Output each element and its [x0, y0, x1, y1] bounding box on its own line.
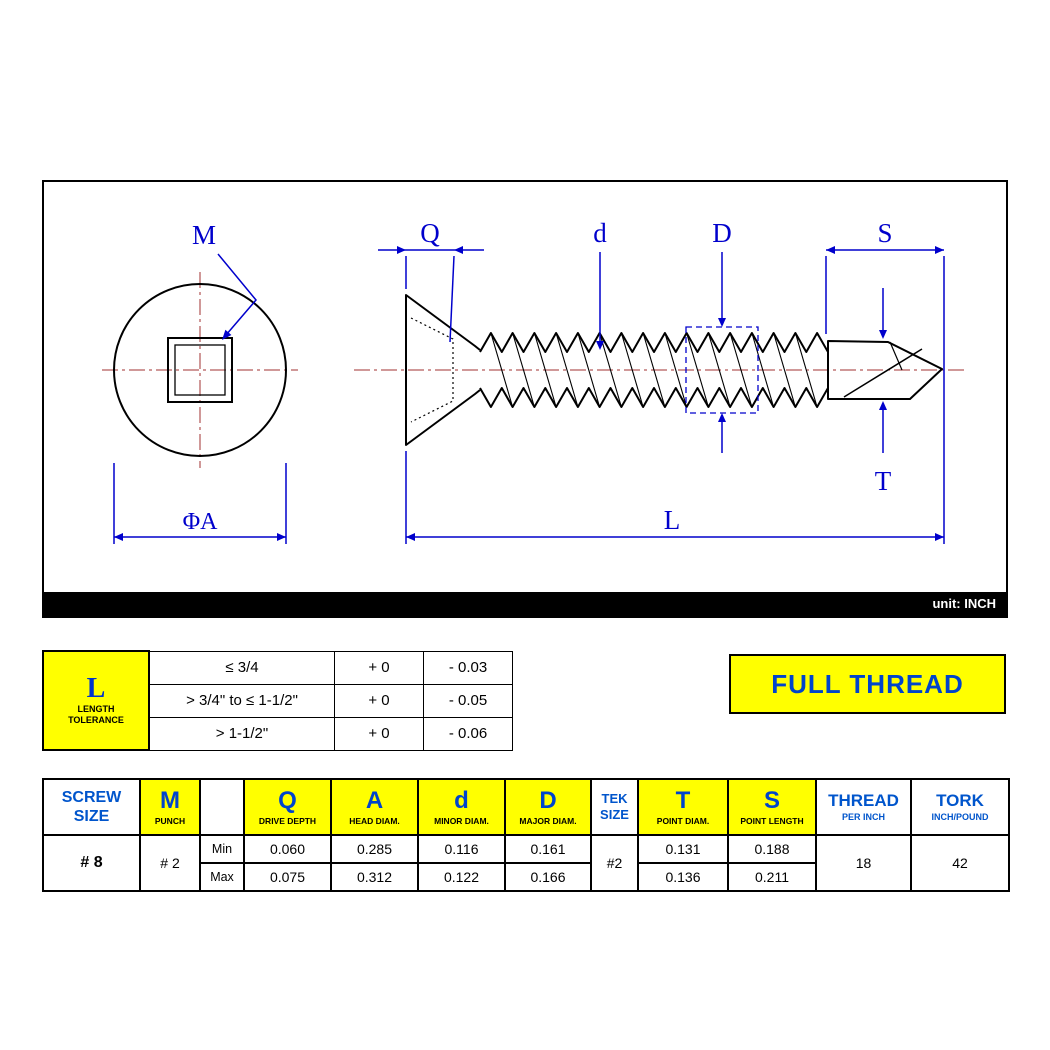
- tolerance-plus-0: + 0: [334, 650, 424, 685]
- header-t-point-diam: T POINT DIAM.: [637, 778, 729, 836]
- tolerance-caption2: TOLERANCE: [68, 715, 124, 726]
- tolerance-range-0: ≤ 3/4: [148, 650, 335, 685]
- cell-thread-per-inch: 18: [815, 834, 912, 892]
- cell-s-min: 0.188: [727, 834, 817, 864]
- header-screw-size: SCREW SIZE: [42, 778, 141, 836]
- cell-d-minor-max: 0.122: [417, 862, 506, 892]
- dimension-phi-a: [113, 463, 287, 544]
- screw-side-view: [405, 294, 943, 446]
- cell-t-min: 0.131: [637, 834, 729, 864]
- header-s-point-length: S POINT LENGTH: [727, 778, 817, 836]
- dimension-d-major: [685, 252, 759, 453]
- label-s: S: [877, 218, 892, 248]
- header-tork: TORK INCH/POUND: [910, 778, 1010, 836]
- dimension-l: [405, 451, 944, 544]
- cell-row-label-max: Max: [199, 862, 245, 892]
- cell-a-min: 0.285: [330, 834, 419, 864]
- label-t: T: [875, 466, 892, 496]
- header-d-major-diam: D MAJOR DIAM.: [504, 778, 592, 836]
- length-tolerance-table: L LENGTH TOLERANCE ≤ 3/4 + 0 - 0.03 > 3/…: [42, 650, 513, 751]
- header-tek-size: TEK SIZE: [590, 778, 639, 836]
- tolerance-range-2: > 1-1/2": [148, 716, 335, 751]
- tolerance-range-1: > 3/4" to ≤ 1-1/2": [148, 683, 335, 718]
- tolerance-plus-2: + 0: [334, 716, 424, 751]
- tolerance-plus-1: + 0: [334, 683, 424, 718]
- screw-head-front-view: [113, 283, 287, 457]
- tolerance-header-cell: L LENGTH TOLERANCE: [42, 650, 150, 751]
- technical-drawing-panel: M Q d D S T L ΦA unit: INCH: [42, 180, 1008, 618]
- head-outline-circle: [113, 283, 287, 457]
- cell-tek-size: #2: [590, 834, 639, 892]
- label-q: Q: [420, 218, 440, 248]
- label-d: d: [593, 218, 607, 248]
- unit-label-bar: unit: INCH: [44, 592, 1006, 616]
- dimension-s: [825, 246, 945, 544]
- thread-lines: [479, 332, 829, 408]
- dimension-q: [378, 246, 484, 343]
- header-minmax: [199, 778, 245, 836]
- thread-profile-line: [490, 332, 818, 408]
- tolerance-letter: L: [86, 673, 106, 705]
- cell-m-punch: # 2: [139, 834, 201, 892]
- cell-s-max: 0.211: [727, 862, 817, 892]
- cell-q-max: 0.075: [243, 862, 332, 892]
- label-m: M: [192, 220, 216, 250]
- cell-q-min: 0.060: [243, 834, 332, 864]
- tolerance-minus-0: - 0.03: [423, 650, 513, 685]
- tolerance-minus-1: - 0.05: [423, 683, 513, 718]
- cell-a-max: 0.312: [330, 862, 419, 892]
- cell-tork: 42: [910, 834, 1010, 892]
- dimensions: [113, 246, 945, 544]
- dimension-m: [217, 253, 257, 340]
- label-phi-a: ΦA: [183, 509, 219, 535]
- drill-point: [827, 340, 943, 400]
- centerlines: [102, 272, 964, 468]
- header-q-drive-depth: Q DRIVE DEPTH: [243, 778, 332, 836]
- header-m-punch: M PUNCH: [139, 778, 201, 836]
- countersunk-head: [405, 294, 481, 446]
- full-thread-banner: FULL THREAD: [729, 654, 1006, 714]
- header-d-minor-diam: d MINOR DIAM.: [417, 778, 506, 836]
- dimension-t: [879, 288, 887, 453]
- square-drive-inner: [174, 344, 226, 396]
- cell-d-major-min: 0.161: [504, 834, 592, 864]
- square-drive-outer: [167, 337, 233, 403]
- cell-d-minor-min: 0.116: [417, 834, 506, 864]
- thread-profile-line: [479, 387, 829, 408]
- header-thread-per-inch: THREAD PER INCH: [815, 778, 912, 836]
- thread-profile-line: [479, 332, 829, 353]
- label-l: L: [664, 505, 681, 535]
- cell-t-max: 0.136: [637, 862, 729, 892]
- tolerance-minus-2: - 0.06: [423, 716, 513, 751]
- cell-screw-size: # 8: [42, 834, 141, 892]
- tolerance-caption1: LENGTH: [77, 703, 115, 714]
- label-major-d: D: [712, 218, 732, 248]
- header-a-head-diam: A HEAD DIAM.: [330, 778, 419, 836]
- spec-table: SCREW SIZE M PUNCH Q DRIVE DEPTH A HEAD …: [42, 778, 1010, 892]
- dimension-d-minor: [596, 252, 604, 350]
- cell-d-major-max: 0.166: [504, 862, 592, 892]
- screw-drawing: M Q d D S T L ΦA: [102, 218, 964, 544]
- cell-row-label-min: Min: [199, 834, 245, 864]
